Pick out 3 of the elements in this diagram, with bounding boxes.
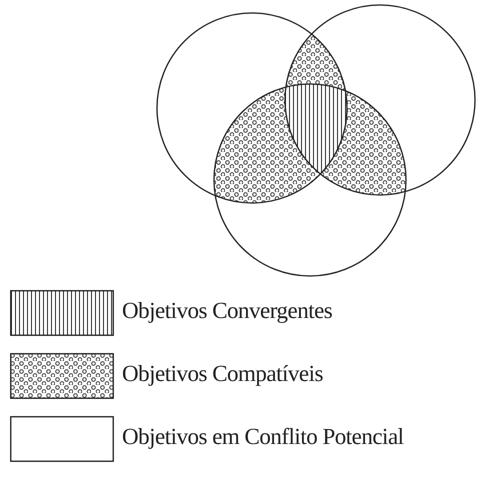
- legend-label: Objetivos Compatíveis: [122, 361, 323, 387]
- legend-label: Objetivos Convergentes: [122, 298, 332, 324]
- legend-label: Objetivos em Conflito Potencial: [122, 424, 404, 450]
